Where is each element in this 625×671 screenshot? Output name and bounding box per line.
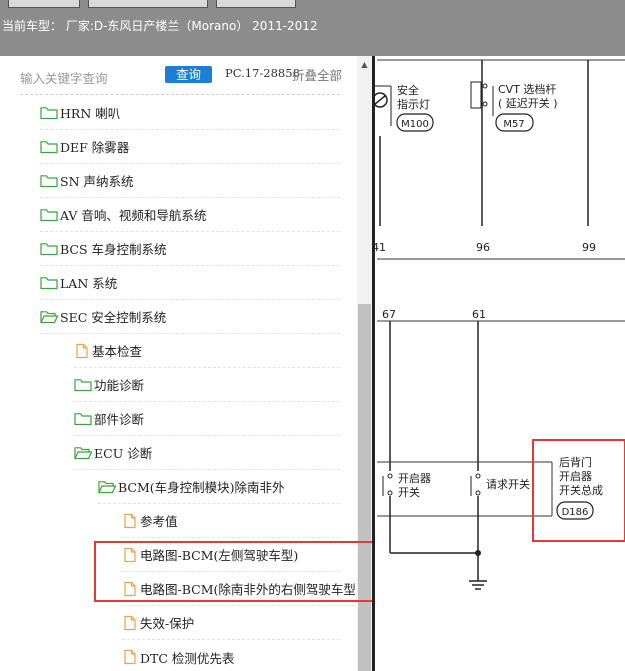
folder-closed-icon [74, 412, 92, 426]
tree-item-dtc-priority[interactable]: DTC 检测优先表 [122, 640, 340, 671]
back-door-label-2: 开启器 [559, 470, 592, 483]
search-input[interactable]: 输入关键字查询 [20, 71, 108, 86]
circuit-diagram[interactable]: 安全 指示灯 M100 41 CVT 选档杆 ( 延迟开关 ) M57 96 9… [372, 56, 625, 671]
folder-open-icon [40, 310, 58, 324]
collapse-all-link[interactable]: 折叠全部 [292, 68, 343, 83]
divider [20, 94, 340, 95]
tree-item-label: 电路图-BCM(除南非外的右侧驾驶车型) [140, 582, 355, 597]
document-icon [122, 581, 138, 597]
pin-67: 67 [382, 308, 396, 321]
wiring-diagram-svg: 安全 指示灯 M100 41 CVT 选档杆 ( 延迟开关 ) M57 96 9… [372, 56, 625, 671]
document-icon [122, 513, 138, 529]
document-icon [122, 615, 138, 631]
tree-item-ecu-diagnosis[interactable]: ECU 诊断 [74, 436, 340, 470]
tree-item-label: 功能诊断 [94, 378, 145, 393]
tree-item-label: DEF 除雾器 [60, 140, 130, 155]
tree-item-label: SN 声纳系统 [60, 174, 134, 189]
folder-closed-icon [40, 140, 58, 154]
tree-item-lan[interactable]: LAN 系统 [40, 266, 340, 300]
cvt-label-2: ( 延迟开关 ) [498, 96, 558, 110]
tree-item-label: BCS 车身控制系统 [60, 242, 167, 257]
back-door-label-3: 开关总成 [559, 483, 603, 497]
tree-item-label: 基本检查 [92, 344, 143, 359]
connector-d186: D186 [562, 507, 589, 518]
tree-item-label: 失效-保护 [140, 616, 195, 631]
opener-switch-label-1: 开启器 [398, 472, 431, 485]
folder-closed-icon [74, 378, 92, 392]
tree-item-circuit-rhd[interactable]: 电路图-BCM(除南非外的右侧驾驶车型) [122, 572, 355, 606]
document-icon [122, 649, 138, 665]
tree-item-label: HRN 喇叭 [60, 106, 121, 121]
tree-item-label: SEC 安全控制系统 [60, 310, 167, 325]
tree-item-label: ECU 诊断 [94, 446, 153, 461]
tree-item-label: 参考值 [140, 514, 178, 529]
safety-light-label-1: 安全 [397, 83, 419, 97]
tree-item-label: BCM(车身控制模块)除南非外 [118, 480, 285, 495]
tree-item-basic-check[interactable]: 基本检查 [74, 334, 340, 368]
tree-item-av[interactable]: AV 音响、视频和导航系统 [40, 198, 340, 232]
top-bar: 当前车型： 厂家:D-东风日产楼兰（Morano） 2011-2012 [0, 0, 625, 56]
tree-item-reference-values[interactable]: 参考值 [122, 504, 340, 538]
tree-item-bcm[interactable]: BCM(车身控制模块)除南非外 [98, 470, 340, 504]
folder-closed-icon [40, 174, 58, 188]
request-switch-label: 请求开关 [486, 477, 530, 491]
toolbar-tab[interactable] [216, 0, 296, 8]
folder-closed-icon [40, 242, 58, 256]
query-button[interactable]: 查询 [165, 66, 212, 83]
tree-item-sn[interactable]: SN 声纳系统 [40, 164, 340, 198]
sidebar-tree: 输入关键字查询 查询 PC.17-28858 折叠全部 HRN 喇叭 DEF 除… [0, 56, 372, 671]
opener-switch-label-2: 开关 [398, 485, 420, 499]
scrollbar-thumb[interactable] [358, 304, 371, 671]
cvt-label-1: CVT 选档杆 [498, 82, 556, 96]
tree-item-sec[interactable]: SEC 安全控制系统 [40, 300, 340, 334]
tree-item-label: 部件诊断 [94, 412, 145, 427]
toolbar-tab[interactable] [88, 0, 208, 8]
back-door-highlight [532, 439, 625, 542]
pin-96: 96 [476, 241, 490, 254]
document-icon [122, 547, 138, 563]
toolbar-tab[interactable] [8, 0, 80, 8]
folder-closed-icon [40, 208, 58, 222]
tree-item-function-diagnosis[interactable]: 功能诊断 [74, 368, 340, 402]
pin-61: 61 [472, 308, 486, 321]
pin-99: 99 [582, 241, 596, 254]
tree-item-bcs[interactable]: BCS 车身控制系统 [40, 232, 340, 266]
tree-item-component-diagnosis[interactable]: 部件诊断 [74, 402, 340, 436]
tree-item-label: LAN 系统 [60, 276, 118, 291]
folder-closed-icon [40, 276, 58, 290]
folder-open-icon [74, 446, 92, 460]
tree-item-hrn[interactable]: HRN 喇叭 [40, 96, 340, 130]
tree-item-circuit-lhd[interactable]: 电路图-BCM(左侧驾驶车型) [122, 538, 340, 572]
vehicle-title: 当前车型： 厂家:D-东风日产楼兰（Morano） 2011-2012 [2, 19, 318, 33]
connector-m57: M57 [503, 119, 524, 130]
tree-item-label: AV 音响、视频和导航系统 [60, 208, 207, 223]
folder-open-icon [98, 480, 116, 494]
scroll-up-arrow-icon[interactable]: ▲ [361, 60, 368, 69]
back-door-label-1: 后背门 [559, 455, 592, 469]
tree-item-label: 电路图-BCM(左侧驾驶车型) [140, 548, 299, 563]
document-icon [74, 343, 90, 359]
folder-closed-icon [40, 106, 58, 120]
connector-m100: M100 [401, 119, 429, 130]
safety-light-label-2: 指示灯 [397, 97, 430, 111]
tree-item-label: DTC 检测优先表 [140, 650, 235, 666]
tree-item-fail-safe[interactable]: 失效-保护 [122, 606, 340, 640]
pin-41: 41 [372, 241, 386, 254]
tree-item-def[interactable]: DEF 除雾器 [40, 130, 340, 164]
pc-info: PC.17-28858 [225, 66, 300, 80]
